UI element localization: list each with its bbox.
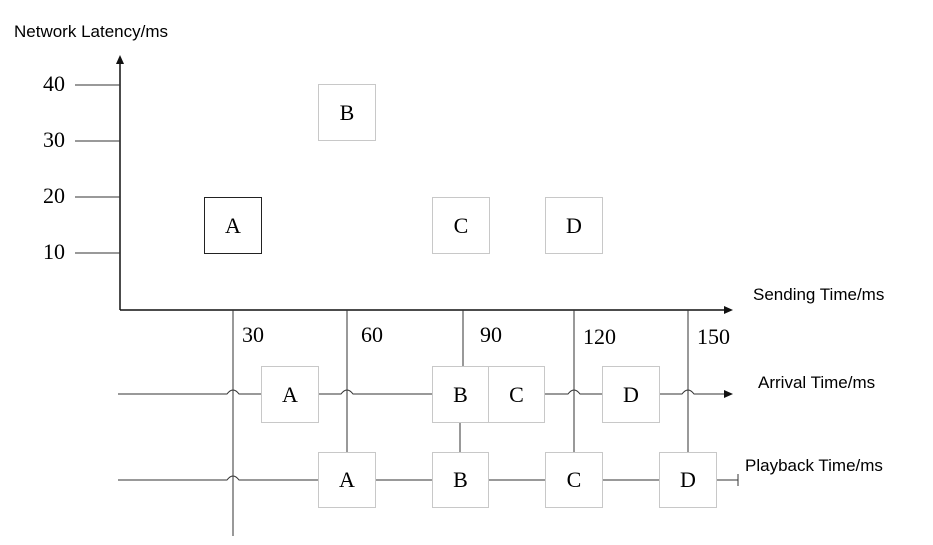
playback-box: D	[659, 452, 717, 508]
arrival-box: A	[261, 366, 319, 423]
packet-box: B	[318, 84, 376, 141]
playback-box: B	[432, 452, 489, 508]
y-tick-label: 10	[43, 239, 65, 264]
arrival-axis-title: Arrival Time/ms	[758, 373, 876, 392]
y-axis-title: Network Latency/ms	[14, 22, 168, 41]
packet-box: A	[204, 197, 262, 254]
playback-axis-title: Playback Time/ms	[745, 456, 883, 475]
y-tick-label: 20	[43, 183, 65, 208]
playback-line	[118, 475, 738, 481]
arrival-box: D	[602, 366, 660, 423]
x-tick-label: 150	[697, 324, 730, 349]
packet-box: D	[545, 197, 603, 254]
playback-box: C	[545, 452, 603, 508]
x-tick-label: 30	[242, 322, 264, 347]
y-tick-label: 40	[43, 71, 65, 96]
arrival-box: C	[488, 366, 545, 423]
y-tick-label: 30	[43, 127, 65, 152]
x-axis-arrow	[724, 306, 733, 314]
x-axis-title: Sending Time/ms	[753, 285, 885, 304]
y-axis-arrow	[116, 55, 124, 64]
packet-box: C	[432, 197, 490, 254]
x-tick-label: 60	[361, 322, 383, 347]
arrival-arrow	[724, 390, 733, 398]
x-tick-label: 120	[583, 324, 616, 349]
arrival-box: B	[432, 366, 489, 423]
x-tick-label: 90	[480, 322, 502, 347]
playback-box: A	[318, 452, 376, 508]
